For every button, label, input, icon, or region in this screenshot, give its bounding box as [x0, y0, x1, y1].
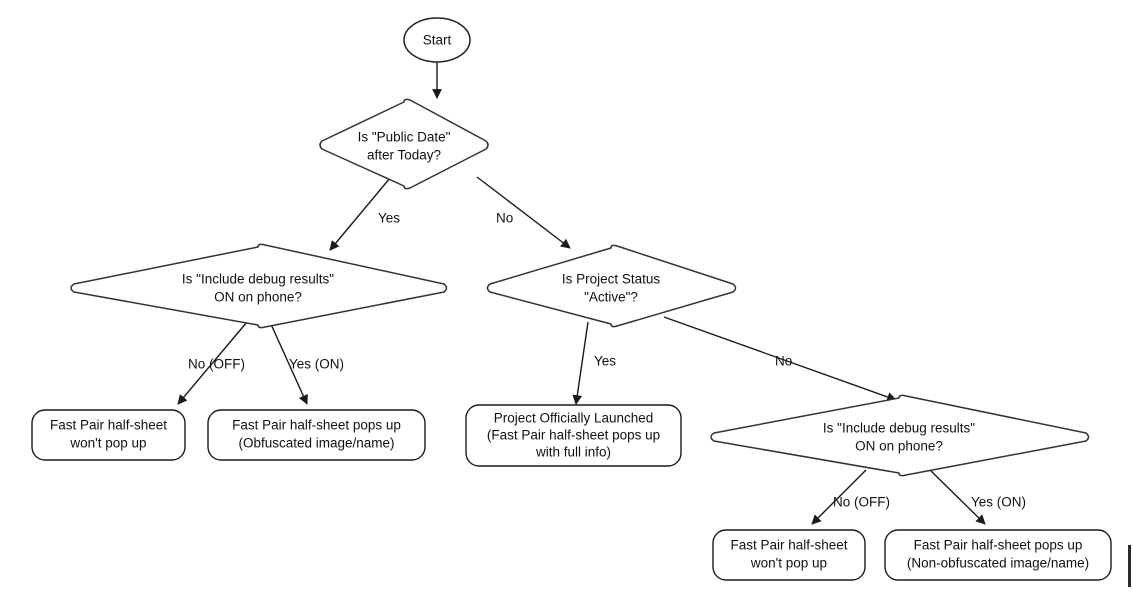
- edge-label-project-status-no: No: [775, 354, 792, 369]
- edge-labels-layer: Yes No No (OFF) Yes (ON) Yes No No (OFF)…: [188, 211, 1026, 510]
- edge-label-debug-left-off: No (OFF): [188, 357, 245, 372]
- node-decision-debug-right[interactable]: Is "Include debug results" ON on phone?: [710, 394, 1090, 477]
- debug-left-diamond: [70, 243, 448, 329]
- edge-public-date-no: [476, 176, 571, 249]
- project-status-line2: "Active"?: [584, 290, 638, 305]
- outcome-right-on-line2: (Non-obfuscated image/name): [907, 556, 1089, 571]
- edge-project-status-yes: [572, 321, 589, 405]
- edge-project-status-no: [663, 316, 897, 402]
- public-date-line1: Is "Public Date": [358, 130, 451, 145]
- node-outcome-right-on[interactable]: Fast Pair half-sheet pops up (Non-obfusc…: [884, 529, 1112, 581]
- start-label: Start: [423, 33, 452, 48]
- edge-label-public-date-no: No: [496, 211, 513, 226]
- debug-right-line2: ON on phone?: [855, 439, 943, 454]
- project-status-diamond: [486, 244, 737, 328]
- node-decision-project-status[interactable]: Is Project Status "Active"?: [486, 244, 737, 328]
- edge-debug-left-on: [269, 321, 308, 405]
- edge-label-project-status-yes: Yes: [594, 354, 616, 369]
- edge-label-debug-right-off: No (OFF): [833, 495, 890, 510]
- outcome-launched-line1: Project Officially Launched: [494, 411, 654, 426]
- outcome-right-off-line2: won't pop up: [750, 556, 827, 571]
- node-outcome-left-on[interactable]: Fast Pair half-sheet pops up (Obfuscated…: [207, 409, 426, 461]
- outcome-left-on-line2: (Obfuscated image/name): [238, 436, 394, 451]
- outcome-launched-line3: with full info): [535, 445, 611, 460]
- edge-public-date-yes: [329, 177, 391, 251]
- edge-debug-right-off: [811, 469, 867, 525]
- edges-layer: [177, 62, 986, 525]
- debug-left-line2: ON on phone?: [214, 290, 302, 305]
- public-date-diamond: [319, 98, 489, 190]
- edge-debug-left-off: [177, 321, 248, 405]
- node-decision-public-date[interactable]: Is "Public Date" after Today?: [319, 98, 489, 190]
- edge-debug-right-on: [929, 469, 986, 525]
- node-outcome-right-off[interactable]: Fast Pair half-sheet won't pop up: [712, 529, 866, 581]
- outcome-launched-box: [465, 404, 682, 467]
- outcome-left-on-box: [207, 409, 426, 461]
- node-decision-debug-left[interactable]: Is "Include debug results" ON on phone?: [70, 243, 448, 329]
- debug-right-line1: Is "Include debug results": [823, 421, 975, 436]
- node-outcome-left-off[interactable]: Fast Pair half-sheet won't pop up: [31, 409, 186, 461]
- outcome-left-on-line1: Fast Pair half-sheet pops up: [232, 418, 401, 433]
- node-start[interactable]: Start: [403, 17, 471, 63]
- outcome-right-on-box: [884, 529, 1112, 581]
- node-outcome-launched[interactable]: Project Officially Launched (Fast Pair h…: [465, 404, 682, 467]
- outcome-left-off-line2: won't pop up: [69, 436, 146, 451]
- debug-left-line1: Is "Include debug results": [182, 272, 334, 287]
- outcome-right-on-line1: Fast Pair half-sheet pops up: [914, 538, 1083, 553]
- debug-right-diamond: [710, 394, 1090, 477]
- outcome-right-off-line1: Fast Pair half-sheet: [730, 538, 847, 553]
- outcome-left-off-box: [31, 409, 186, 461]
- outcome-launched-line2: (Fast Pair half-sheet pops up: [487, 428, 660, 443]
- outcome-right-off-box: [712, 529, 866, 581]
- edge-label-debug-right-on: Yes (ON): [971, 495, 1026, 510]
- project-status-line1: Is Project Status: [562, 272, 661, 287]
- start-ellipse: [403, 17, 471, 63]
- public-date-line2: after Today?: [367, 148, 441, 163]
- outcome-left-off-line1: Fast Pair half-sheet: [50, 418, 167, 433]
- edge-label-public-date-yes: Yes: [378, 211, 400, 226]
- edge-label-debug-left-on: Yes (ON): [289, 357, 344, 372]
- page-edge-artifact: [1128, 545, 1131, 587]
